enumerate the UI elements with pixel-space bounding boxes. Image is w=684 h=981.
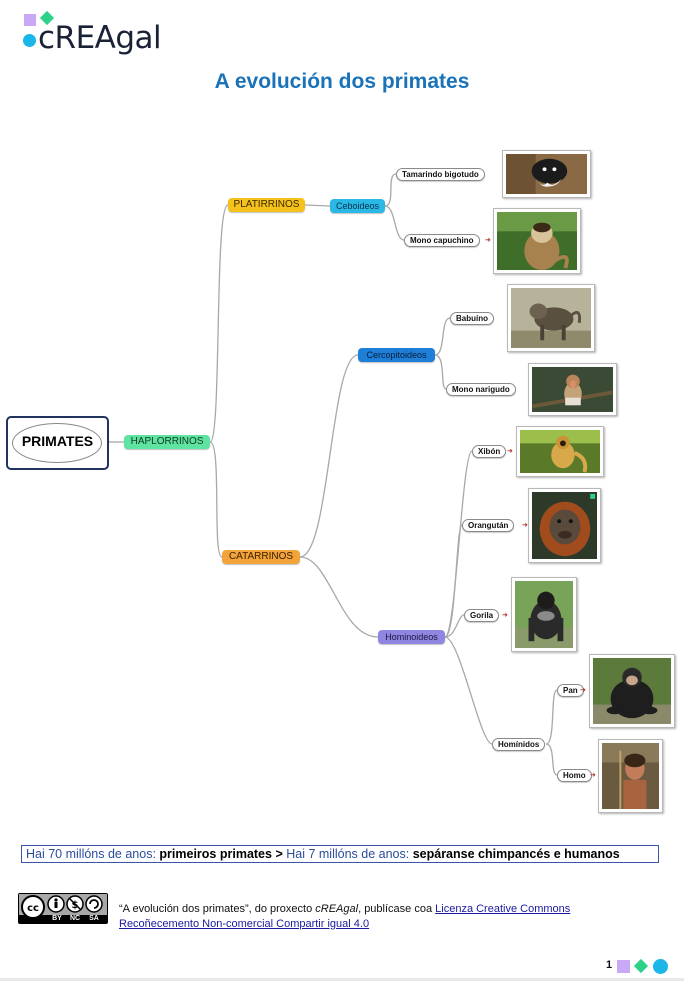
license-text: “A evolución dos primates”, do proxecto … [119, 902, 570, 932]
root-node-label: PRIMATES [21, 433, 94, 449]
node-catarrinos: CATARRINOS [222, 550, 300, 564]
leaf-gorila: Gorila [464, 609, 500, 622]
photo-narigudo [528, 363, 617, 416]
svg-text:$: $ [72, 900, 79, 911]
timeline-part2: primeiros primates > [159, 847, 283, 861]
link-arrow-icon: ➜ [507, 448, 513, 455]
link-arrow-icon: ➜ [485, 237, 491, 244]
photo-capuchino [493, 208, 581, 274]
link-arrow-icon: ➜ [580, 687, 586, 694]
footer-circle-icon [653, 959, 668, 974]
leaf-xibon: Xibón [472, 445, 507, 458]
timeline-part1: Hai 70 millóns de anos: [26, 847, 156, 861]
license-link-line1[interactable]: Licenza Creative Commons [435, 903, 571, 915]
cc-badge-by: BY [52, 915, 62, 922]
leaf-pan: Pan [557, 684, 584, 697]
cc-badge-nc: NC [69, 915, 81, 922]
node-cercopitoideos: Cercopitoideos [358, 348, 435, 362]
leaf-tamarindo: Tamarindo bigotudo [396, 168, 485, 181]
cc-badge-sa: SA [89, 915, 99, 922]
timeline-part3: Hai 7 millóns de anos: [286, 847, 410, 861]
footer-divider [0, 978, 684, 981]
page-title: A evolución dos primates [214, 70, 470, 93]
node-hominoideos: Hominoideos [378, 630, 445, 644]
photo-gorila [511, 577, 577, 652]
photo-tamarindo [502, 150, 591, 198]
leaf-orangutan: Orangután [462, 519, 515, 532]
license-prefix: “A evolución dos primates”, do proxecto [119, 903, 313, 915]
photo-pan [589, 654, 675, 728]
link-arrow-icon: ➜ [522, 522, 528, 529]
photo-xibon [516, 426, 604, 477]
leaf-hominidos: Homínidos [492, 738, 546, 751]
logo-square-icon [24, 14, 36, 26]
svg-text:cc: cc [27, 903, 39, 914]
mindmap-connectors [109, 173, 558, 776]
footer-diamond-icon [633, 958, 649, 974]
license-middle: , publícase coa [358, 903, 433, 915]
photo-homo [598, 739, 663, 813]
timeline-part4: sepáranse chimpancés e humanos [412, 847, 620, 861]
license-project: cREAgal [315, 903, 359, 915]
footer-square-icon [617, 960, 630, 973]
cc-license-badge[interactable]: cc $ BY NC SA [18, 893, 108, 924]
logo-text: cREAgal [38, 20, 162, 56]
node-ceboideos: Ceboideos [330, 199, 385, 213]
root-node: PRIMATES [6, 416, 109, 470]
leaf-capuchino: Mono capuchino [404, 234, 480, 247]
link-arrow-icon: ➜ [590, 772, 596, 779]
node-haplorrinos: HAPLORRINOS [124, 435, 210, 449]
page-number: 1 [606, 959, 613, 971]
photo-babuino [507, 284, 595, 352]
node-platirrinos: PLATIRRINOS [228, 198, 305, 212]
logo: cREAgal [22, 10, 172, 58]
license-link-line2[interactable]: Recoñecemento Non-comercial Compartir ig… [119, 918, 370, 930]
leaf-narigudo: Mono narigudo [446, 383, 516, 396]
timeline-box: Hai 70 millóns de anos: primeiros primat… [21, 845, 659, 863]
leaf-homo: Homo [557, 769, 592, 782]
photo-orangutan [528, 488, 601, 563]
link-arrow-icon: ➜ [502, 612, 508, 619]
leaf-babuino: Babuíno [450, 312, 494, 325]
logo-circle-icon [23, 34, 36, 47]
